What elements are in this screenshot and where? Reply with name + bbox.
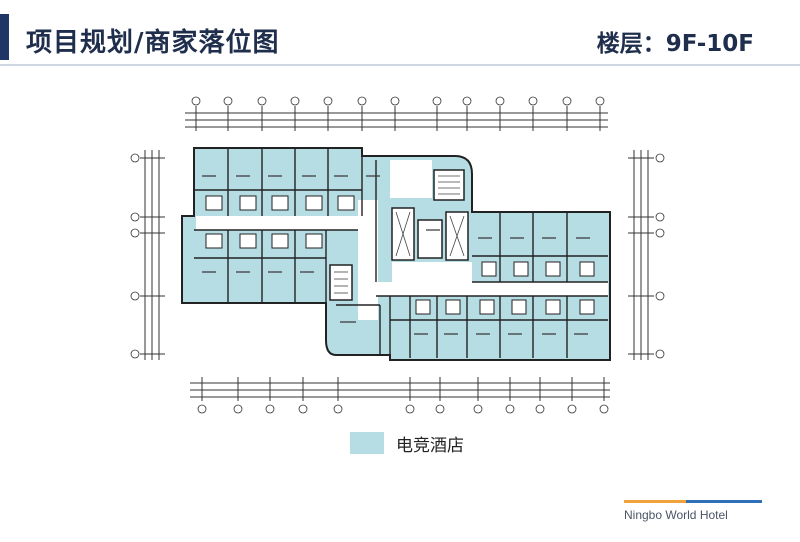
corridors <box>196 160 608 320</box>
legend-swatch-esports-hotel <box>350 432 384 454</box>
stair-hatching <box>334 175 465 294</box>
left-dimension-lines <box>140 150 165 360</box>
top-axis-markers <box>191 96 605 106</box>
left-axis-markers <box>130 153 140 359</box>
room-partitions <box>194 148 608 358</box>
right-dimension-lines <box>628 150 654 360</box>
legend-label-esports-hotel: 电竞酒店 <box>396 436 464 456</box>
floor-label: 楼层：9F-10F <box>596 31 754 57</box>
title-divider <box>0 64 800 66</box>
bottom-dimension-lines <box>190 377 610 401</box>
right-axis-markers <box>655 153 665 359</box>
page-title: 项目规划/商家落位图 <box>26 28 280 58</box>
footer-accent-line <box>624 500 762 503</box>
bottom-axis-markers <box>197 404 609 414</box>
title-accent-bar <box>0 14 9 60</box>
footer-brand: Ningbo World Hotel <box>624 508 728 522</box>
bathroom-blocks <box>205 195 595 315</box>
room-tags <box>202 175 590 335</box>
top-dimension-lines <box>185 106 608 131</box>
